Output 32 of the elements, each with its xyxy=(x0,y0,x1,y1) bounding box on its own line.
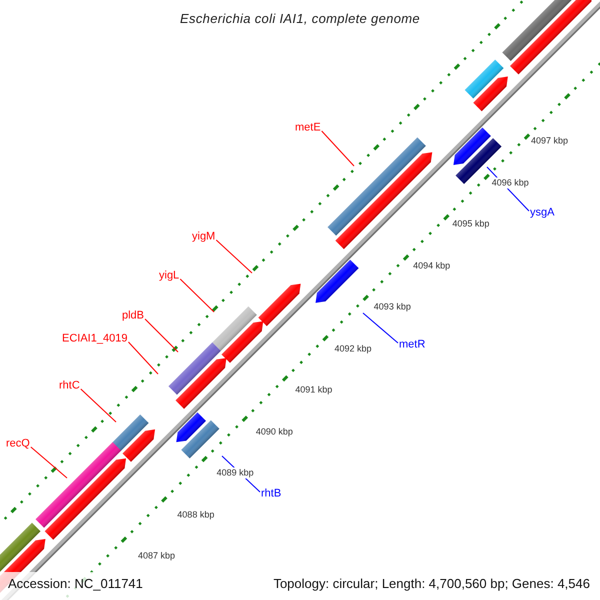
gene-label: recQ xyxy=(6,438,30,450)
leader-line xyxy=(362,312,398,344)
leader-line xyxy=(144,318,178,352)
gene-label: metR xyxy=(399,338,426,352)
position-label: 4094 kbp xyxy=(413,260,450,271)
leader-line xyxy=(180,278,214,312)
position-label: 4096 kbp xyxy=(492,177,529,188)
accession-text: Accession: NC_011741 xyxy=(8,575,143,593)
position-label: 4092 kbp xyxy=(334,343,372,354)
gene-label: rhtC xyxy=(59,380,80,392)
genome-info-text: Topology: circular; Length: 4,700,560 bp; Genes: 4,546 xyxy=(273,575,590,593)
position-label: 4087 kbp xyxy=(138,550,176,562)
position-label: 4093 kbp xyxy=(374,302,411,312)
leader-line xyxy=(128,342,158,374)
gene-label: yigM xyxy=(192,230,216,244)
leader-line xyxy=(321,130,354,166)
gene-label: ysgA xyxy=(530,206,554,220)
position-label: 4089 kbp xyxy=(216,468,254,478)
position-label: 4090 kbp xyxy=(256,426,293,437)
map-title: Escherichia coli IAI1, complete genome xyxy=(179,10,421,28)
leader-line xyxy=(30,446,68,478)
gene-label: metE xyxy=(295,122,321,134)
gene-label: ECIAI1_4019 xyxy=(62,332,128,346)
gene-label: pldB xyxy=(122,310,144,322)
leader-line xyxy=(216,240,252,274)
gene-label: yigL xyxy=(159,270,180,282)
leader-line xyxy=(80,388,116,422)
position-label: 4097 kbp xyxy=(531,136,568,146)
position-label: 4095 kbp xyxy=(452,218,490,230)
position-label: 4088 kbp xyxy=(177,509,214,520)
gene-label: rhtB xyxy=(261,488,282,500)
position-label: 4091 kbp xyxy=(295,384,332,396)
